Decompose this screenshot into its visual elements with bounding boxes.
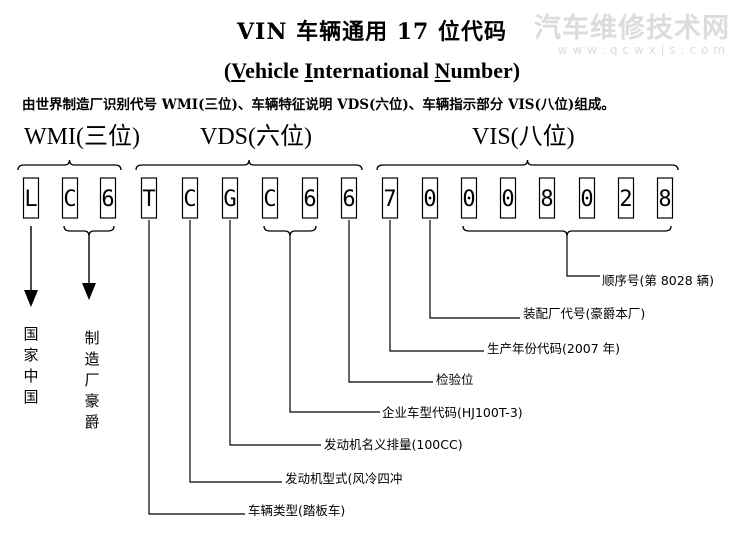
vin-char: 6 (303, 187, 316, 212)
vin-char: L (24, 187, 37, 212)
manufacturer-arrow-head (82, 283, 96, 300)
vin-char-box (617, 177, 635, 219)
brace-manufacturer (63, 225, 115, 237)
vin-char: 6 (342, 187, 355, 212)
subtitle-initial-v: V (231, 58, 246, 83)
diagram-subtitle: (Vehicle International Number) (0, 58, 744, 84)
subtitle-close-paren: ) (512, 58, 521, 83)
vertical-label-manufacturer: 制造厂豪爵 (84, 329, 100, 431)
vin-char-box (61, 177, 79, 219)
vin-char: 8 (658, 187, 671, 212)
leader-engine-displacement (229, 220, 321, 446)
vin-char-box (301, 177, 319, 219)
subtitle-word-number: umber (450, 58, 513, 83)
watermark-site-name: 汽车维修技术网 (534, 13, 730, 44)
vin-char: T (142, 187, 155, 212)
leader-assembly-plant (429, 220, 520, 319)
leader-model-year (389, 220, 484, 352)
vin-char-box (538, 177, 556, 219)
watermark-site-url: www.qcwxjs.com (557, 43, 730, 57)
vin-char: 8 (540, 187, 553, 212)
vin-char-box (421, 177, 439, 219)
vin-char-box (261, 177, 279, 219)
brace-wmi (17, 159, 122, 171)
callout-model-code: 企业车型代码(HJ100T-3) (382, 405, 523, 420)
vin-char-box (460, 177, 478, 219)
subtitle-word-vehicle: ehicle (245, 58, 305, 83)
vin-char: 0 (501, 187, 514, 212)
group-label-wmi: WMI(三位) (24, 124, 140, 150)
leader-sequence-number (566, 236, 600, 277)
vin-char-box (499, 177, 517, 219)
diagram-title: VIN 车辆通用 17 位代码 (236, 19, 508, 45)
country-arrow-head (24, 290, 38, 307)
callout-assembly-plant: 装配厂代号(豪爵本厂) (523, 306, 646, 321)
subtitle-word-international: nternational (312, 58, 435, 83)
vin-char-box (340, 177, 358, 219)
vin-char: 0 (462, 187, 475, 212)
brace-vds (135, 159, 363, 171)
callout-model-year: 生产年份代码(2007 年) (487, 341, 621, 356)
vin-char: 0 (580, 187, 593, 212)
group-label-vis: VIS(八位) (472, 124, 575, 150)
vin-char-box (656, 177, 674, 219)
brace-model-code (263, 225, 317, 237)
vin-char: 6 (101, 187, 114, 212)
callout-engine-type: 发动机型式(风冷四冲 (285, 471, 403, 486)
watermark: 汽车维修技术网 www.qcwxjs.com (534, 6, 730, 57)
callout-vehicle-type: 车辆类型(踏板车) (248, 503, 346, 518)
vin-char: C (63, 187, 76, 212)
subtitle-initial-n: N (434, 58, 451, 83)
subtitle-open-paren: ( (223, 58, 232, 83)
vin-char: 0 (423, 187, 436, 212)
leader-vehicle-type (148, 220, 245, 515)
leader-check-digit (348, 220, 433, 383)
leader-engine-type (189, 220, 282, 483)
vin-char: C (183, 187, 196, 212)
subtitle-initial-i: I (304, 58, 313, 83)
callout-engine-displacement: 发动机名义排量(100CC) (324, 437, 463, 452)
vin-char: 7 (383, 187, 396, 212)
vin-char: C (263, 187, 276, 212)
vin-char-box (140, 177, 158, 219)
vin-char-box (381, 177, 399, 219)
vin-char: G (223, 187, 236, 212)
leader-model-code (289, 236, 380, 413)
vin-char-box (99, 177, 117, 219)
brace-sequence (462, 225, 672, 237)
group-label-vds: VDS(六位) (200, 124, 312, 150)
vin-char-box (578, 177, 596, 219)
callout-check-digit: 检验位 (436, 372, 474, 387)
composition-description: 由世界制造厂识别代号 WMI(三位)、车辆特征说明 VDS(六位)、车辆指示部分… (22, 97, 615, 113)
vin-char-box (181, 177, 199, 219)
vin-char-box (221, 177, 239, 219)
vin-char-box (22, 177, 40, 219)
callout-sequence-number: 顺序号(第 8028 辆) (602, 273, 715, 288)
vin-char: 2 (619, 187, 632, 212)
brace-vis (376, 159, 679, 171)
vertical-label-country: 国家中国 (23, 325, 39, 406)
